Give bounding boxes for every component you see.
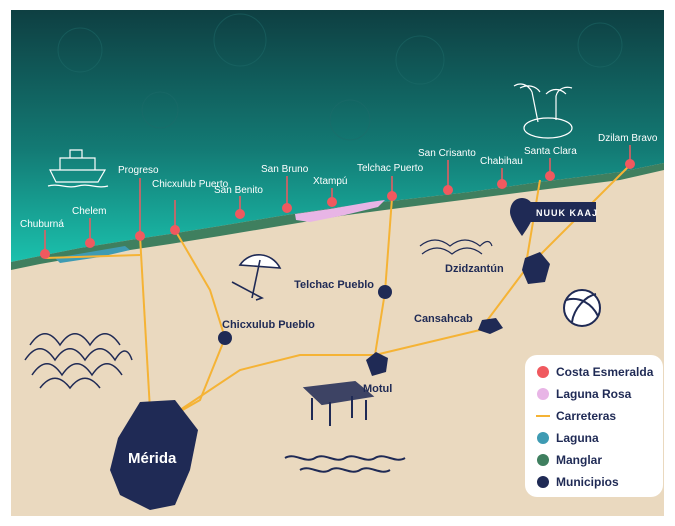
- scale-pattern-small-icon: [419, 239, 493, 255]
- municipio-label-motul: Motul: [363, 383, 392, 395]
- beach-ball-icon: [563, 289, 601, 327]
- legend-label-laguna-rosa: Laguna Rosa: [556, 387, 632, 401]
- legend-label-municipios: Municipios: [556, 475, 619, 489]
- town-label-santa-clara: Santa Clara: [524, 146, 577, 157]
- town-label-dzilam-bravo: Dzilam Bravo: [598, 133, 658, 144]
- scale-pattern-icon: [24, 333, 133, 390]
- coastal-pins: [40, 145, 635, 259]
- municipio-motul: [366, 352, 388, 376]
- town-label-chicxulub-puerto: Chicxulub Puerto: [152, 179, 229, 190]
- pier-icon: [302, 380, 375, 426]
- navy-dot-icon: [537, 476, 549, 488]
- pink-dot-icon: [537, 388, 549, 400]
- municipio-cansahcab: [478, 318, 503, 334]
- municipio-telchac-pueblo: [378, 285, 392, 299]
- municipio-label-merida: Mérida: [128, 450, 177, 467]
- town-label-chicxulub-puerto-text: Chicxulub Puerto: [152, 179, 229, 190]
- town-label-san-bruno: San Bruno: [261, 164, 309, 175]
- town-label-san-benito: San Benito: [214, 185, 263, 196]
- marker-label-box: [530, 202, 596, 222]
- legend-label-carreteras: Carreteras: [556, 409, 616, 423]
- town-label-san-crisanto: San Crisanto: [418, 148, 476, 159]
- manglar-strip: [11, 163, 664, 270]
- ship-icon: [47, 149, 109, 188]
- blue-dot-icon: [537, 432, 549, 444]
- municipio-merida: [110, 400, 198, 510]
- town-label-chabihau: Chabihau: [480, 156, 523, 167]
- wave-lines: [284, 455, 406, 473]
- municipio-label-chicxulub-pueblo: Chicxulub Pueblo: [222, 319, 315, 331]
- town-label-chuburna: Chuburná: [20, 219, 64, 230]
- municipio-dzidzantun: [522, 252, 550, 284]
- legend-label-costa-esmeralda: Costa Esmeralda: [556, 365, 654, 379]
- green-dot-icon: [537, 454, 549, 466]
- municipio-chicxulub-pueblo: [218, 331, 232, 345]
- legend-panel: [525, 355, 663, 497]
- town-label-progreso: Progreso: [118, 165, 159, 176]
- fingerprint-icon: [510, 198, 534, 236]
- town-label-chelem: Chelem: [72, 206, 106, 217]
- municipio-label-dzidzantun: Dzidzantún: [445, 263, 504, 275]
- coastal-labels: Chuburná Chelem Progreso Chicxulub Puert…: [20, 133, 658, 230]
- municipio-label-cansahcab: Cansahcab: [414, 313, 473, 325]
- nuuk-kaaj-marker[interactable]: NUUK KAAJ: [510, 198, 598, 236]
- legend-label-manglar: Manglar: [556, 453, 602, 467]
- red-dot-icon: [537, 366, 549, 378]
- laguna-chelem: [55, 246, 130, 263]
- town-label-telchac-puerto: Telchac Puerto: [357, 163, 424, 174]
- legend: Costa Esmeralda Laguna Rosa Carreteras L…: [525, 355, 663, 497]
- island-palms-icon: [513, 83, 573, 139]
- beach-umbrella-icon: [231, 254, 282, 301]
- town-label-xtampu: Xtampú: [313, 176, 347, 187]
- laguna-rosa: [295, 200, 385, 222]
- legend-label-laguna: Laguna: [556, 431, 599, 445]
- marker-label: NUUK KAAJ: [536, 208, 598, 218]
- municipio-label-telchac-pueblo: Telchac Pueblo: [294, 279, 374, 291]
- wave-pattern-icon: [57, 13, 623, 141]
